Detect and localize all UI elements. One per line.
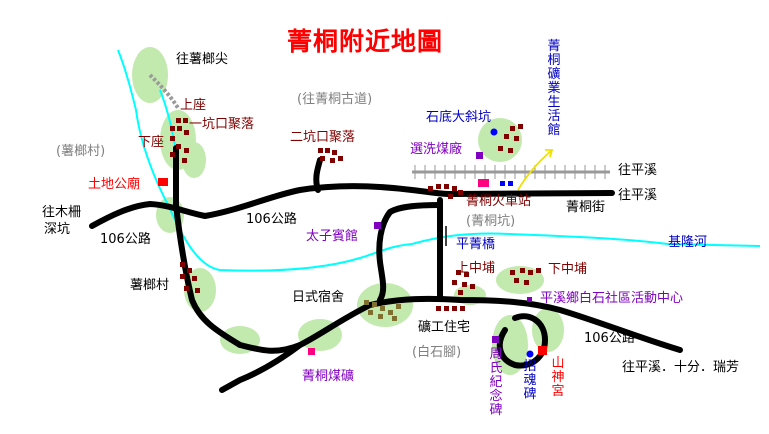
- label-taizi-guesthouse: 太子賓館: [306, 229, 359, 244]
- label-coal-washing: 選洗煤廠: [410, 142, 463, 157]
- label-shuliao-cun: 薯榔村: [130, 278, 170, 293]
- label-activity-center: 平溪鄉白石社區活動中心: [540, 291, 684, 306]
- river-stream-north: [159, 89, 177, 151]
- label-shang-zhongpu: 上中埔: [456, 261, 496, 276]
- road-layer: [89, 145, 683, 393]
- railway: [412, 165, 610, 179]
- label-to-pingxi-2: 往平溪: [618, 188, 658, 203]
- label-jingtong-street: 菁桐街: [566, 200, 606, 215]
- label-mountain-god-temple: 山神宮: [551, 356, 565, 399]
- label-shidi-incline: 石底大斜坑: [426, 110, 492, 125]
- label-xia-zhongpu: 下中埔: [548, 262, 588, 277]
- label-japanese-dorm: 日式宿舍: [292, 290, 345, 305]
- zhou-memorial-marker: [492, 336, 499, 343]
- vegetation-patch: [532, 308, 564, 352]
- shidi-incline-marker: [490, 128, 498, 136]
- label-road106-mid: 106公路: [246, 212, 297, 227]
- label-zhaohun-monument: 招魂碑: [523, 359, 537, 402]
- zhaohun-marker: [526, 350, 534, 358]
- activity-center-marker: [527, 297, 532, 302]
- poi-markers: [158, 128, 547, 358]
- ping-jing-bridge-mark: [437, 226, 447, 246]
- label-life-museum: 菁桐礦業生活館: [547, 39, 561, 138]
- label-ping-jing-bridge: 平菁橋: [456, 237, 496, 252]
- label-to-shuliao-jian: 往薯榔尖: [176, 52, 229, 67]
- label-shangzuo: 上座: [180, 98, 207, 113]
- road-sw-spur: [219, 342, 303, 393]
- road-shuliao-branch: [173, 145, 683, 354]
- label-road106-west: 106公路: [100, 232, 151, 247]
- label-to-pingxi-1: 往平溪: [618, 163, 658, 178]
- settlement-blocks: [170, 118, 541, 311]
- label-to-pingxi-shifen-ruifang: 往平溪．十分．瑞芳: [622, 360, 740, 375]
- tudi-temple-marker: [158, 178, 168, 186]
- label-yikeng-village: 一坑口聚落: [189, 117, 255, 132]
- jingtong-coal-marker: [308, 348, 315, 355]
- label-jingtong-coal-mine: 菁桐煤礦: [302, 369, 355, 384]
- road-loop-west: [376, 202, 443, 303]
- label-shenkeng: 深坑: [44, 222, 71, 237]
- label-erkeng-village: 二坑口聚落: [290, 130, 356, 145]
- coal-washing-marker: [476, 152, 483, 159]
- label-zhou-memorial: 周氏紀念碑: [489, 347, 503, 418]
- dorm-blocks: [364, 300, 401, 321]
- road-106-main: [89, 183, 615, 229]
- label-jingtong-station: 菁桐火車站: [466, 194, 532, 209]
- mountain-god-marker: [538, 346, 547, 355]
- label-baishijiao: (白石腳): [412, 345, 462, 360]
- label-to-jingtong-old-trail: (往菁桐古道): [297, 92, 373, 107]
- label-shuliao-cun-paren: (薯榔村): [56, 144, 106, 159]
- station-blue-1: [500, 181, 505, 186]
- label-keelung-river: 基隆河: [668, 235, 708, 250]
- river-layer: [117, 49, 761, 272]
- road-zhaohun-loop: [496, 313, 548, 369]
- label-road106-east: 106公路: [584, 331, 635, 346]
- vegetation-patch: [492, 315, 528, 375]
- map-title: 菁桐附近地圖: [287, 27, 444, 56]
- label-to-mucha: 往木柵: [42, 205, 82, 220]
- station-blue-2: [508, 181, 513, 186]
- label-tudi-temple: 土地公廟: [88, 177, 141, 192]
- taizi-guesthouse-marker: [374, 222, 381, 229]
- jingtong-station-marker: [478, 179, 489, 187]
- life-museum-arrow: [517, 149, 554, 191]
- label-xiazuo: 下座: [138, 135, 165, 150]
- trail-to-shuliao-jian: [148, 73, 180, 110]
- keelung-river: [411, 232, 761, 247]
- river-stream-west: [117, 49, 413, 272]
- label-miners-housing: 礦工住宅: [418, 320, 471, 335]
- label-jingtong-keng: (菁桐坑): [466, 214, 516, 229]
- road-erkeng: [313, 157, 323, 193]
